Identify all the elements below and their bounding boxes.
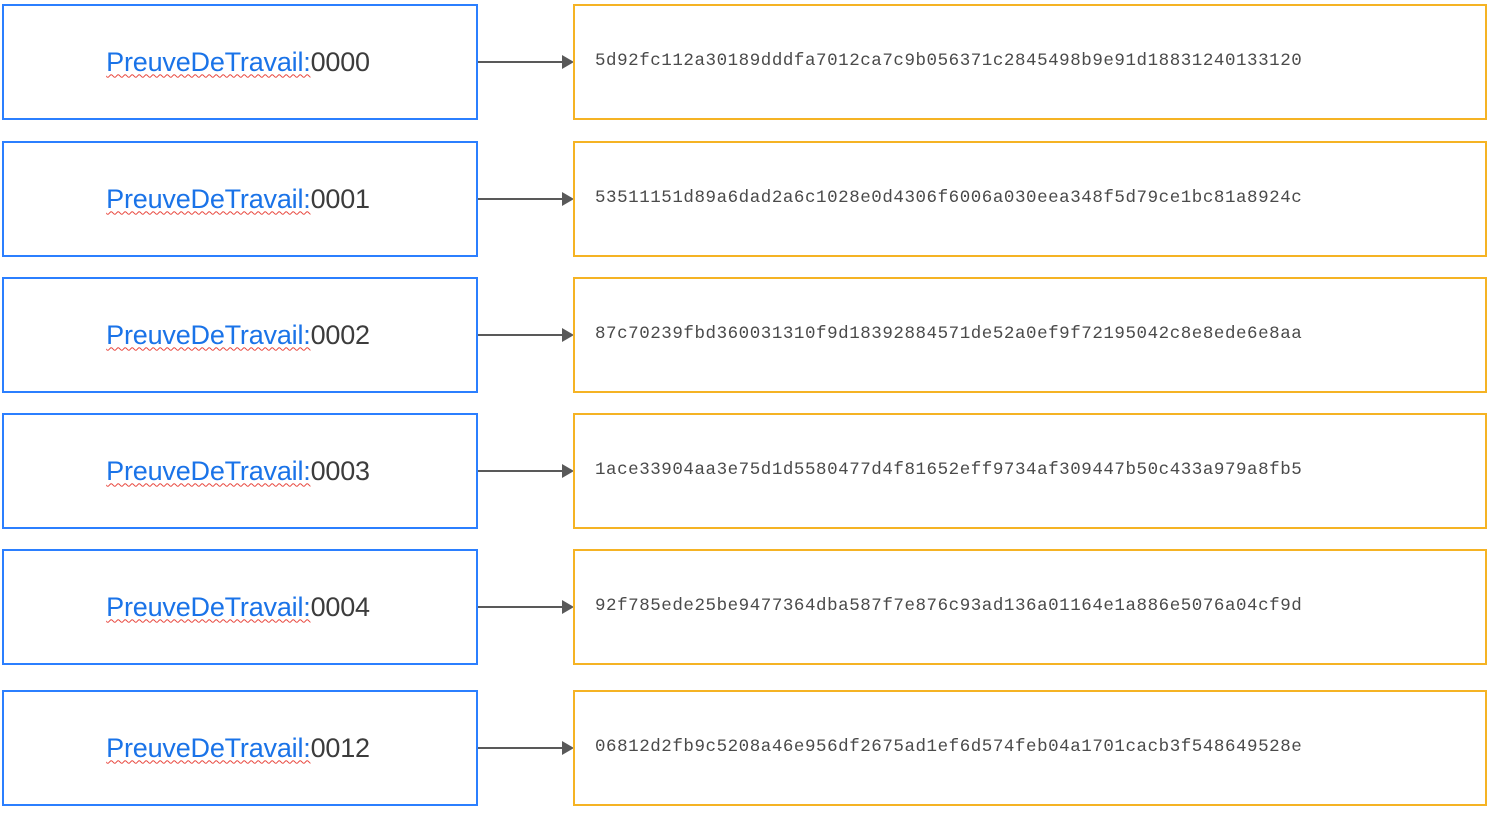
diagram-row: PreuveDeTravail:0000 5d92fc112a30189dddf… xyxy=(0,4,1495,124)
node-box-2[interactable]: PreuveDeTravail:0002 xyxy=(2,277,478,393)
node-key-text: PreuveDeTravail: xyxy=(106,732,311,763)
node-value-text: 0002 xyxy=(310,319,370,350)
arrow-icon xyxy=(478,328,574,342)
arrow-connector xyxy=(478,461,574,481)
arrow-icon xyxy=(478,55,574,69)
node-label: PreuveDeTravail:0003 xyxy=(106,455,374,486)
hash-text: 5d92fc112a30189dddfa7012ca7c9b056371c284… xyxy=(595,51,1303,72)
diagram-row: PreuveDeTravail:0002 87c70239fbd36003131… xyxy=(0,277,1495,397)
arrow-icon xyxy=(478,600,574,614)
hash-box-1[interactable]: 53511151d89a6dad2a6c1028e0d4306f6006a030… xyxy=(573,141,1487,257)
hash-text: 06812d2fb9c5208a46e956df2675ad1ef6d574fe… xyxy=(595,737,1303,758)
hash-box-5[interactable]: 06812d2fb9c5208a46e956df2675ad1ef6d574fe… xyxy=(573,690,1487,806)
node-label: PreuveDeTravail:0012 xyxy=(106,732,374,763)
node-key-text: PreuveDeTravail: xyxy=(106,183,311,214)
arrow-connector xyxy=(478,52,574,72)
arrow-icon xyxy=(478,192,574,206)
arrow-connector xyxy=(478,597,574,617)
node-key-text: PreuveDeTravail: xyxy=(106,319,311,350)
hash-box-0[interactable]: 5d92fc112a30189dddfa7012ca7c9b056371c284… xyxy=(573,4,1487,120)
node-key-text: PreuveDeTravail: xyxy=(106,46,311,77)
hash-text: 87c70239fbd360031310f9d18392884571de52a0… xyxy=(595,324,1303,345)
node-box-1[interactable]: PreuveDeTravail:0001 xyxy=(2,141,478,257)
diagram-row: PreuveDeTravail:0001 53511151d89a6dad2a6… xyxy=(0,141,1495,261)
arrow-connector xyxy=(478,738,574,758)
node-label: PreuveDeTravail:0001 xyxy=(106,183,374,214)
node-box-3[interactable]: PreuveDeTravail:0003 xyxy=(2,413,478,529)
hash-text: 1ace33904aa3e75d1d5580477d4f81652eff9734… xyxy=(595,460,1303,481)
node-label: PreuveDeTravail:0002 xyxy=(106,319,374,350)
node-value-text: 0001 xyxy=(310,183,370,214)
node-key-text: PreuveDeTravail: xyxy=(106,591,311,622)
diagram-row: PreuveDeTravail:0003 1ace33904aa3e75d1d5… xyxy=(0,413,1495,533)
hash-box-2[interactable]: 87c70239fbd360031310f9d18392884571de52a0… xyxy=(573,277,1487,393)
node-value-text: 0000 xyxy=(310,46,370,77)
diagram-row: PreuveDeTravail:0012 06812d2fb9c5208a46e… xyxy=(0,690,1495,810)
node-value-text: 0003 xyxy=(310,455,370,486)
node-value-text: 0004 xyxy=(310,591,370,622)
hash-box-3[interactable]: 1ace33904aa3e75d1d5580477d4f81652eff9734… xyxy=(573,413,1487,529)
hash-box-4[interactable]: 92f785ede25be9477364dba587f7e876c93ad136… xyxy=(573,549,1487,665)
node-box-0[interactable]: PreuveDeTravail:0000 xyxy=(2,4,478,120)
arrow-connector xyxy=(478,325,574,345)
node-label: PreuveDeTravail:0004 xyxy=(106,591,374,622)
arrow-connector xyxy=(478,189,574,209)
node-value-text: 0012 xyxy=(310,732,370,763)
hash-text: 92f785ede25be9477364dba587f7e876c93ad136… xyxy=(595,596,1303,617)
arrow-icon xyxy=(478,464,574,478)
diagram-row: PreuveDeTravail:0004 92f785ede25be947736… xyxy=(0,549,1495,669)
node-label: PreuveDeTravail:0000 xyxy=(106,46,374,77)
node-box-4[interactable]: PreuveDeTravail:0004 xyxy=(2,549,478,665)
arrow-icon xyxy=(478,741,574,755)
node-key-text: PreuveDeTravail: xyxy=(106,455,311,486)
hash-text: 53511151d89a6dad2a6c1028e0d4306f6006a030… xyxy=(595,188,1303,209)
node-box-5[interactable]: PreuveDeTravail:0012 xyxy=(2,690,478,806)
